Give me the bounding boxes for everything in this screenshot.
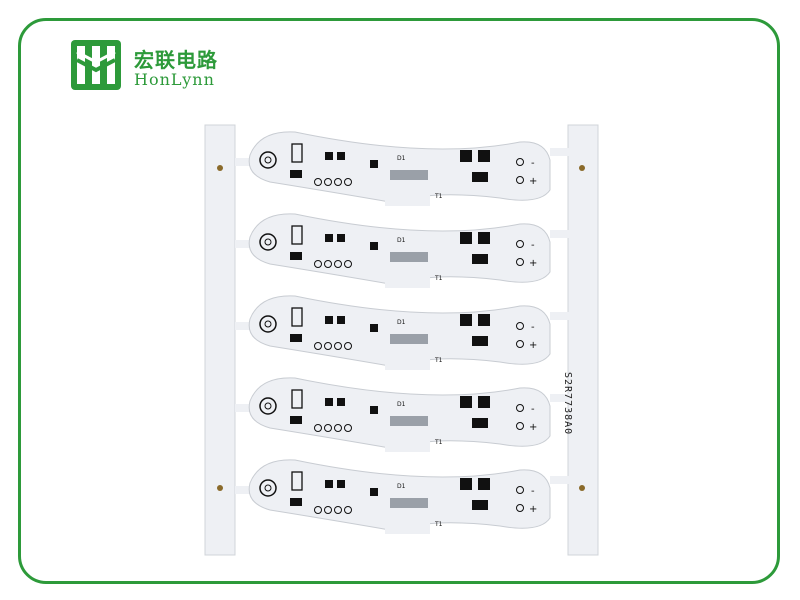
svg-text:-: - [531, 158, 535, 169]
svg-text:+: + [529, 504, 537, 515]
svg-text:D1: D1 [397, 401, 406, 408]
honlynn-logo [71, 40, 121, 90]
svg-text:T1: T1 [434, 521, 443, 528]
svg-text:-: - [531, 322, 535, 333]
svg-text:-: - [531, 404, 535, 415]
svg-text:+: + [529, 422, 537, 433]
brand-name-chinese: 宏联电路 [134, 48, 218, 72]
brand-name-english: HonLynn [134, 70, 215, 89]
svg-text:T1: T1 [434, 193, 443, 200]
svg-text:T1: T1 [434, 357, 443, 364]
svg-text:-: - [531, 240, 535, 251]
svg-text:T1: T1 [434, 439, 443, 446]
left-rail [204, 124, 236, 556]
svg-text:D1: D1 [397, 237, 406, 244]
rail-hole [217, 485, 223, 491]
svg-text:+: + [529, 258, 537, 269]
board-serial-number: S2R7738A0 [562, 372, 573, 436]
svg-text:D1: D1 [397, 319, 406, 326]
svg-text:-: - [531, 486, 535, 497]
svg-text:+: + [529, 340, 537, 351]
rail-hole [579, 165, 585, 171]
svg-text:+: + [529, 176, 537, 187]
svg-text:D1: D1 [397, 483, 406, 490]
svg-text:D1: D1 [397, 155, 406, 162]
rail-hole [217, 165, 223, 171]
svg-text:T1: T1 [434, 275, 443, 282]
right-rail [567, 124, 599, 556]
rail-hole [579, 485, 585, 491]
